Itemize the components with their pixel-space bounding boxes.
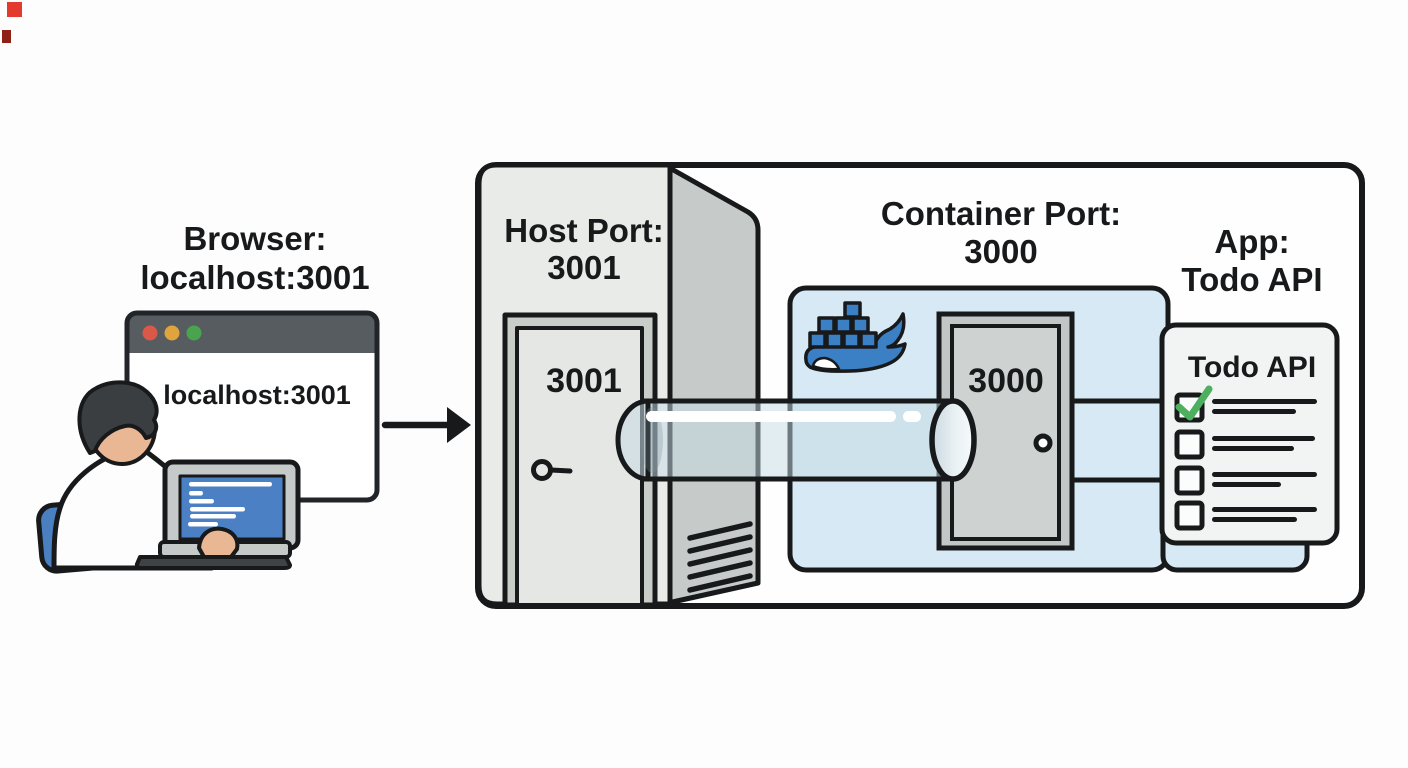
- traffic-light-yellow-icon: [164, 325, 180, 341]
- todo-line: [1212, 517, 1297, 522]
- todo-card-sheet: [1159, 322, 1340, 546]
- person-illustration: [36, 380, 301, 574]
- laptop: [134, 459, 301, 570]
- browser-heading-line1: Browser:: [183, 220, 326, 257]
- todo-line: [1212, 482, 1281, 487]
- checklist-row: [1174, 429, 1315, 460]
- todo-line: [1212, 399, 1317, 404]
- browser-window-body: [127, 313, 377, 500]
- person-hair: [77, 380, 159, 455]
- todo-line: [1212, 409, 1296, 414]
- host-doorknob-icon: [531, 459, 553, 481]
- browser-url-text: localhost:3001: [163, 380, 351, 410]
- laptop-screen-code-lines: [188, 482, 272, 527]
- door-to-app-connectors: [1070, 398, 1163, 483]
- checkbox-empty-icon: [1174, 465, 1205, 496]
- arrow-head-icon: [447, 407, 471, 443]
- artifact-red-square: [7, 2, 22, 17]
- host-doorknob-handle: [548, 467, 573, 474]
- container-heading: Container Port: 3000: [881, 195, 1121, 270]
- host-port-heading-line1: Host Port:: [504, 212, 664, 249]
- checklist-row: [1174, 385, 1317, 423]
- checkbox-empty-icon: [1174, 429, 1205, 460]
- host-port-heading-line2: 3001: [547, 249, 620, 286]
- todo-line: [1212, 446, 1294, 451]
- traffic-light-green-icon: [186, 325, 202, 341]
- todo-line: [1212, 507, 1317, 512]
- whale-container-blocks: [808, 301, 878, 349]
- docker-whale-icon: [804, 301, 907, 373]
- host-tower: Host Port: 3001 3001: [476, 162, 761, 608]
- browser-titlebar: [127, 313, 377, 353]
- whale-belly: [811, 356, 841, 371]
- host-door-number: 3001: [546, 362, 622, 400]
- laptop-base: [134, 555, 292, 570]
- green-checkmark-icon: [1175, 385, 1213, 421]
- request-arrow: [381, 407, 471, 443]
- app-heading-line1: App:: [1214, 223, 1289, 260]
- container-port-heading-line1: Container Port:: [881, 195, 1121, 232]
- todo-line: [1212, 472, 1317, 477]
- todo-card-title: Todo API: [1188, 351, 1316, 384]
- container-port-heading-line2: 3000: [964, 233, 1037, 270]
- pipe-highlight-dash: [903, 411, 921, 422]
- pipe-right-cap: [929, 398, 977, 482]
- container-door-number: 3000: [968, 362, 1044, 400]
- checkbox-empty-icon: [1174, 500, 1205, 531]
- whale-body: [804, 312, 907, 373]
- browser-heading: Browser: localhost:3001: [140, 220, 369, 296]
- app-heading: App: Todo API: [1181, 223, 1322, 298]
- corner-artifact-marks: [2, 2, 22, 43]
- checklist-row: [1174, 465, 1317, 496]
- app-heading-line2: Todo API: [1181, 261, 1322, 298]
- traffic-light-red-icon: [142, 325, 158, 341]
- tower-vents-icon: [687, 521, 753, 593]
- checklist-row: [1174, 500, 1317, 531]
- artifact-dark-red-square: [2, 30, 11, 43]
- todo-api-card: Todo API: [1159, 322, 1340, 546]
- pipe-highlight: [646, 411, 896, 422]
- pipe-left-cap: [615, 398, 651, 482]
- host-door: 3001: [502, 312, 658, 608]
- pipe-tunnel: [615, 398, 977, 482]
- pipe-left-cap-shading: [641, 407, 663, 473]
- todo-line: [1212, 436, 1315, 441]
- browser-heading-line2: localhost:3001: [140, 259, 369, 296]
- person-hand: [197, 526, 240, 559]
- browser-window: localhost:3001: [124, 310, 380, 503]
- container-doorknob-icon: [1033, 433, 1053, 453]
